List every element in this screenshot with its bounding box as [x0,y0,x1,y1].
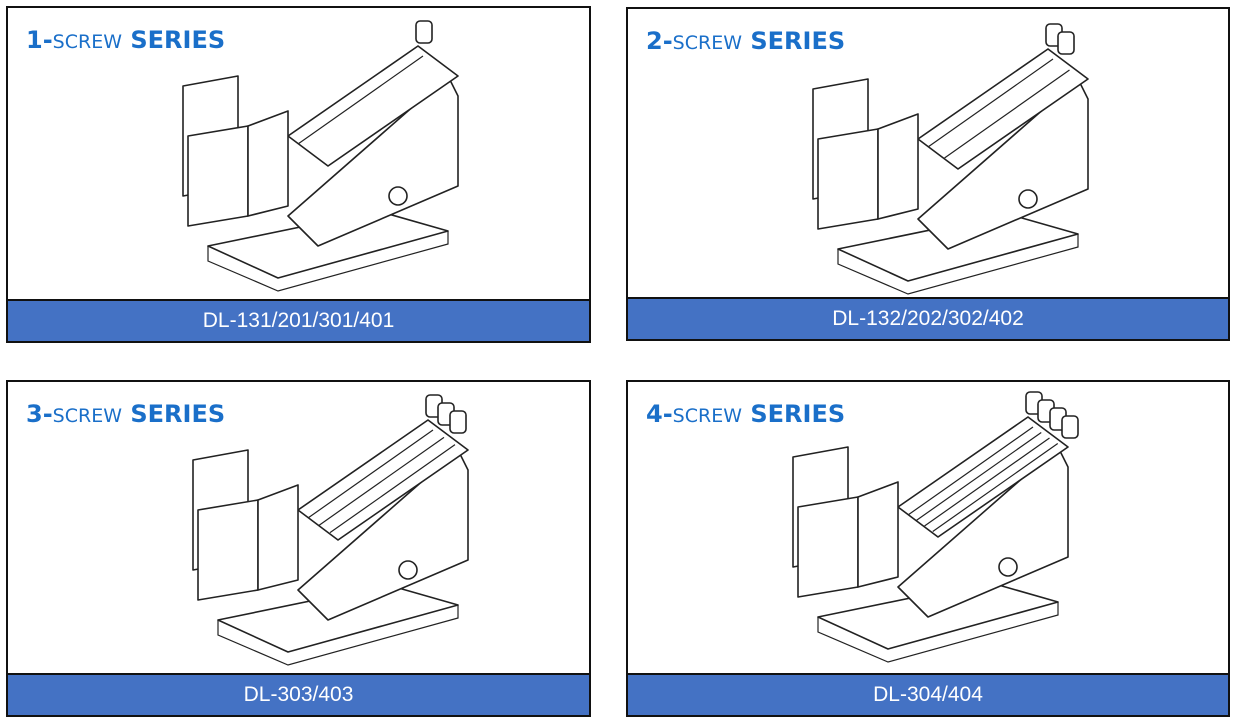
model-caption: DL-303/403 [8,673,589,715]
outlet-flange [1018,189,1038,209]
series-title: 2-SCREW SERIES [646,27,846,55]
screw-line [307,429,434,519]
tank-side [257,484,299,591]
screw-trough [917,48,1089,170]
series-title: 1-SCREW SERIES [26,26,226,54]
screw-trough [897,416,1069,538]
base-frame-side [817,602,1059,663]
panel-3-screw: 3-SCREW SERIES DL-303/403 [6,380,591,717]
model-caption: DL-131/201/301/401 [8,299,589,341]
motor-icon [1061,415,1079,439]
base-frame-side [837,234,1079,295]
motor-icon [1057,31,1075,55]
screw-line [932,443,1059,532]
outlet-flange [398,560,418,580]
tank-side [857,481,899,588]
panel-2-screw: 2-SCREW SERIES DL-132/202/302/402 [626,7,1230,341]
motor-icon [415,20,433,44]
screw-line [915,432,1042,521]
screw-line [944,69,1070,159]
outlet-flange [388,186,408,206]
tank-side [247,110,289,217]
model-caption: DL-132/202/302/402 [628,297,1228,339]
panel-1-screw: 1-SCREW SERIES DL-131/201/301/401 [6,6,591,343]
model-caption: DL-304/404 [628,673,1228,715]
machine-drawing [812,23,1089,295]
flocculation-tank [817,128,879,230]
screw-line [297,55,424,145]
screw-line [318,436,445,526]
screw-trough [287,45,459,167]
series-title: 4-SCREW SERIES [646,400,846,428]
outlet-flange [998,557,1018,577]
screw-line [329,444,456,534]
screw-line [924,437,1050,527]
series-title: 3-SCREW SERIES [26,400,226,428]
tank-side [877,113,919,220]
machine-drawing [192,394,469,666]
screw-line [927,58,1054,148]
base-frame-side [207,231,449,292]
flocculation-tank [197,499,259,601]
screw-line [907,426,1034,516]
flocculation-tank [797,496,859,598]
machine-drawing [792,391,1079,663]
panel-4-screw: 4-SCREW SERIES DL-304/404 [626,380,1230,717]
flocculation-tank [187,125,249,227]
machine-drawing [182,20,459,292]
base-frame-side [217,605,459,666]
motor-icon [449,410,467,434]
